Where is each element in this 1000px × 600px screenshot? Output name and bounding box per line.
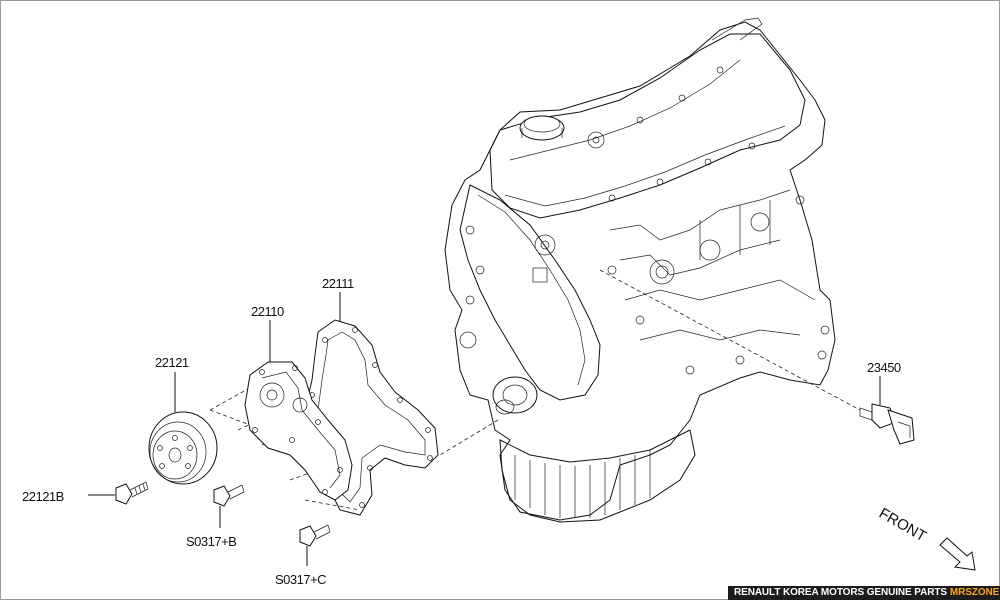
label-s0317c[interactable]: S0317+C	[275, 572, 327, 587]
pulley-22121[interactable]	[148, 411, 218, 485]
bolt-s0317b[interactable]	[213, 484, 245, 528]
water-pump-22110[interactable]	[244, 361, 353, 501]
front-label: FRONT	[876, 505, 929, 546]
label-22110[interactable]: 22110	[251, 304, 284, 319]
footer-brand: MRSZONE	[949, 587, 1000, 598]
label-s0317b[interactable]: S0317+B	[186, 534, 237, 549]
bolt-22121b[interactable]	[88, 481, 149, 505]
engine-assembly	[444, 17, 836, 523]
sensor-23450[interactable]	[859, 376, 915, 445]
bolt-s0317c[interactable]	[299, 524, 331, 566]
label-22111[interactable]: 22111	[322, 276, 354, 291]
label-23450[interactable]: 23450	[867, 360, 901, 375]
label-22121[interactable]: 22121	[155, 355, 189, 370]
footer-text: RENAULT KOREA MOTORS GENUINE PARTS	[734, 587, 947, 598]
leader-lines	[174, 292, 341, 412]
label-22121b[interactable]: 22121B	[22, 489, 64, 504]
front-arrow-icon	[939, 537, 976, 571]
